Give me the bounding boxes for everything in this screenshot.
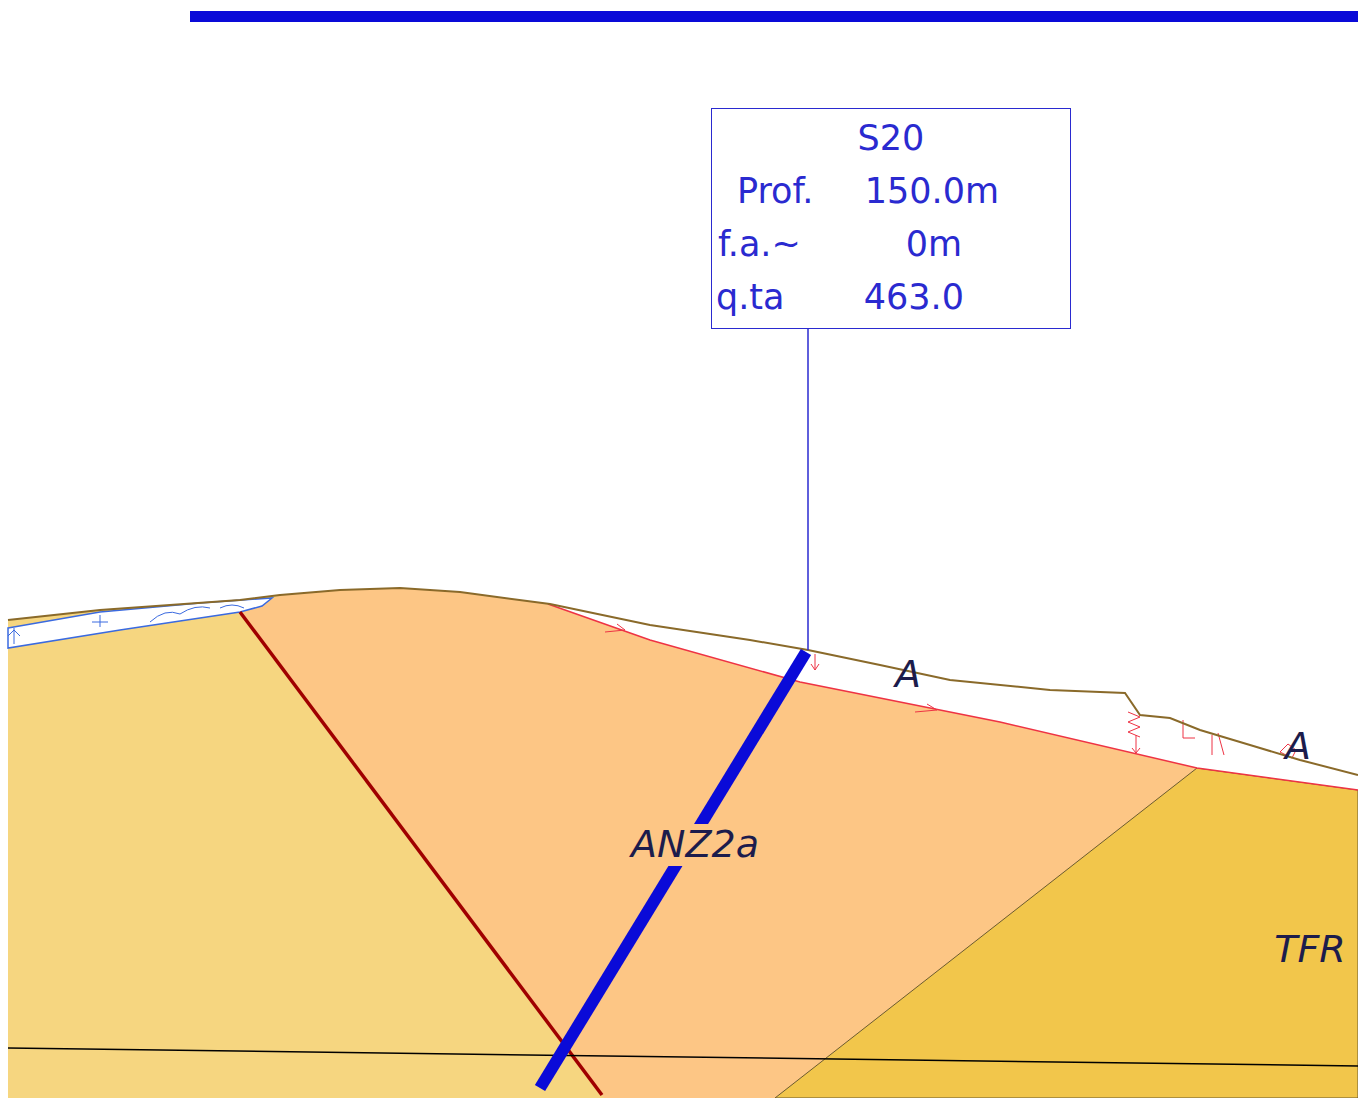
borehole-data: f.a.~ 0m: [718, 218, 962, 271]
reference-line: [8, 1048, 1358, 1066]
left-unit: [8, 588, 1358, 1098]
cover-deposit: [548, 604, 1358, 790]
deposit-symbols: [8, 605, 244, 644]
deposit-boundary: [548, 604, 1358, 790]
leader-line: [807, 329, 809, 650]
borehole-data: q.ta 463.0: [716, 271, 964, 324]
ground-surface: [8, 588, 1358, 775]
borehole-box: S20Prof. 150.0mf.a.~ 0mq.ta 463.0: [711, 108, 1071, 329]
top-bar: [190, 11, 1358, 22]
right-unit: [775, 768, 1358, 1098]
cover-symbols: [605, 624, 1296, 758]
borehole-data: Prof. 150.0m: [737, 165, 999, 218]
unit-label: ANZ2a: [629, 824, 761, 866]
unit-label: TFR: [1272, 929, 1347, 971]
borehole-id: S20: [712, 112, 1070, 165]
fault-line: [240, 612, 602, 1095]
alluvial-deposit: [8, 598, 272, 648]
deposit-label: A: [893, 654, 923, 696]
deposit-label: A: [1283, 726, 1313, 768]
borehole: [540, 652, 806, 1088]
